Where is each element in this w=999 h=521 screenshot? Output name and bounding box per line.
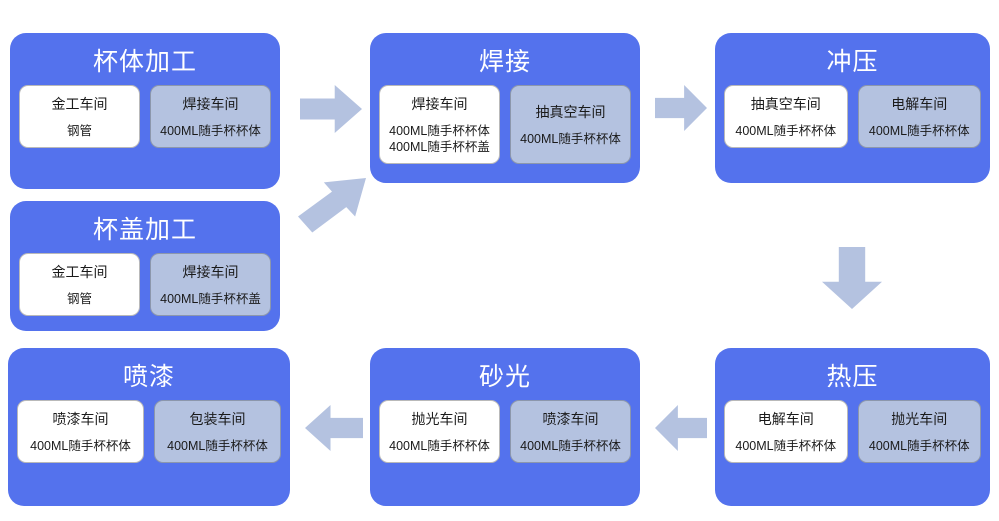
workshop-item: 400ML随手杯杯体	[167, 439, 268, 453]
workshop-card[interactable]: 包装车间 400ML随手杯杯体	[154, 400, 281, 463]
workshop-card[interactable]: 焊接车间 400ML随手杯杯体	[150, 85, 271, 148]
workshop-card[interactable]: 电解车间 400ML随手杯杯体	[857, 85, 981, 148]
workshop-item: 400ML随手杯杯体	[389, 439, 490, 453]
stage-title: 焊接	[478, 48, 531, 76]
workshop-card[interactable]: 金工车间 钢管	[19, 253, 140, 316]
workshop-name: 抛光车间	[411, 411, 468, 427]
arrow-left-icon	[655, 405, 707, 451]
workshop-item: 400ML随手杯杯体	[160, 124, 261, 138]
stage-card-list: 焊接车间 400ML随手杯杯体 400ML随手杯杯盖 抽真空车间 400ML随手…	[370, 85, 640, 175]
workshop-item: 400ML随手杯杯体	[389, 124, 490, 138]
workshop-name: 金工车间	[51, 96, 108, 112]
workshop-item: 400ML随手杯杯体	[735, 439, 837, 453]
workshop-card[interactable]: 抽真空车间 400ML随手杯杯体	[510, 85, 631, 164]
workshop-items: 400ML随手杯杯体	[389, 438, 490, 454]
arrow-diagonal-up-right-icon	[298, 178, 366, 233]
stage-sanding[interactable]: 砂光 抛光车间 400ML随手杯杯体 喷漆车间 400ML随手杯杯体	[370, 348, 640, 506]
workshop-item: 400ML随手杯杯体	[520, 439, 621, 453]
workshop-name: 焊接车间	[182, 96, 239, 112]
arrow-right-icon	[300, 85, 362, 133]
arrow-right-icon	[655, 85, 707, 131]
workshop-items: 400ML随手杯杯体	[167, 438, 268, 454]
workshop-item: 钢管	[66, 292, 92, 306]
workshop-items: 400ML随手杯杯体	[30, 438, 131, 454]
stage-welding[interactable]: 焊接 焊接车间 400ML随手杯杯体 400ML随手杯杯盖 抽真空车间 400M…	[370, 33, 640, 183]
workshop-name: 焊接车间	[182, 264, 239, 280]
workshop-item: 400ML随手杯杯体	[868, 439, 970, 453]
workshop-item: 钢管	[66, 124, 92, 138]
workshop-card[interactable]: 电解车间 400ML随手杯杯体	[724, 400, 848, 463]
stage-title: 喷漆	[122, 363, 175, 391]
workshop-name: 电解车间	[891, 96, 948, 112]
workshop-name: 焊接车间	[411, 96, 468, 112]
stage-card-list: 抛光车间 400ML随手杯杯体 喷漆车间 400ML随手杯杯体	[370, 400, 640, 474]
workshop-item: 400ML随手杯杯体	[30, 439, 131, 453]
arrow-down-icon	[822, 247, 882, 309]
workshop-card[interactable]: 焊接车间 400ML随手杯杯体 400ML随手杯杯盖	[379, 85, 500, 164]
workshop-name: 喷漆车间	[52, 411, 109, 427]
workshop-card[interactable]: 抛光车间 400ML随手杯杯体	[379, 400, 500, 463]
workshop-card[interactable]: 抽真空车间 400ML随手杯杯体	[724, 85, 848, 148]
stage-hot-pressing[interactable]: 热压 电解车间 400ML随手杯杯体 抛光车间 400ML随手杯杯体	[715, 348, 990, 506]
stage-cup-body-processing[interactable]: 杯体加工 金工车间 钢管 焊接车间 400ML随手杯杯体	[10, 33, 280, 189]
workshop-name: 抛光车间	[891, 411, 948, 427]
workshop-items: 400ML随手杯杯体	[520, 438, 621, 454]
workshop-name: 抽真空车间	[535, 104, 606, 120]
stage-title: 冲压	[826, 48, 879, 76]
stage-card-list: 抽真空车间 400ML随手杯杯体 电解车间 400ML随手杯杯体	[715, 85, 990, 159]
stage-title: 杯盖加工	[92, 216, 197, 244]
stage-title: 热压	[826, 363, 879, 391]
workshop-items: 400ML随手杯杯体	[160, 123, 261, 139]
workshop-item: 400ML随手杯杯体	[520, 132, 621, 146]
workshop-items: 钢管	[67, 123, 92, 139]
stage-card-list: 电解车间 400ML随手杯杯体 抛光车间 400ML随手杯杯体	[715, 400, 990, 474]
workshop-items: 400ML随手杯杯盖	[160, 291, 261, 307]
workshop-card[interactable]: 抛光车间 400ML随手杯杯体	[857, 400, 981, 463]
workshop-item: 400ML随手杯杯盖	[160, 292, 261, 306]
workshop-card[interactable]: 喷漆车间 400ML随手杯杯体	[17, 400, 144, 463]
stage-title: 杯体加工	[92, 48, 197, 76]
workshop-items: 400ML随手杯杯体 400ML随手杯杯盖	[389, 123, 490, 155]
workshop-name: 金工车间	[51, 264, 108, 280]
workshop-name: 喷漆车间	[542, 411, 599, 427]
workshop-items: 400ML随手杯杯体	[735, 123, 836, 139]
workshop-items: 400ML随手杯杯体	[869, 438, 970, 454]
stage-cup-lid-processing[interactable]: 杯盖加工 金工车间 钢管 焊接车间 400ML随手杯杯盖	[10, 201, 280, 331]
stage-spray-painting[interactable]: 喷漆 喷漆车间 400ML随手杯杯体 包装车间 400ML随手杯杯体	[8, 348, 290, 506]
stage-card-list: 喷漆车间 400ML随手杯杯体 包装车间 400ML随手杯杯体	[8, 400, 290, 474]
workshop-items: 400ML随手杯杯体	[520, 131, 621, 147]
workshop-items: 钢管	[67, 291, 92, 307]
stage-title: 砂光	[478, 363, 531, 391]
workshop-item: 400ML随手杯杯体	[868, 124, 970, 138]
arrow-left-icon	[305, 405, 363, 451]
workshop-items: 400ML随手杯杯体	[735, 438, 836, 454]
stage-card-list: 金工车间 钢管 焊接车间 400ML随手杯杯体	[10, 85, 280, 159]
workshop-name: 电解车间	[757, 411, 814, 427]
workshop-item: 400ML随手杯杯体	[735, 124, 837, 138]
workshop-name: 抽真空车间	[750, 96, 821, 112]
workshop-item: 400ML随手杯杯盖	[389, 140, 490, 154]
stage-card-list: 金工车间 钢管 焊接车间 400ML随手杯杯盖	[10, 253, 280, 327]
workshop-card[interactable]: 喷漆车间 400ML随手杯杯体	[510, 400, 631, 463]
workshop-name: 包装车间	[189, 411, 246, 427]
workshop-card[interactable]: 金工车间 钢管	[19, 85, 140, 148]
stage-stamping[interactable]: 冲压 抽真空车间 400ML随手杯杯体 电解车间 400ML随手杯杯体	[715, 33, 990, 183]
workshop-items: 400ML随手杯杯体	[869, 123, 970, 139]
workshop-card[interactable]: 焊接车间 400ML随手杯杯盖	[150, 253, 271, 316]
